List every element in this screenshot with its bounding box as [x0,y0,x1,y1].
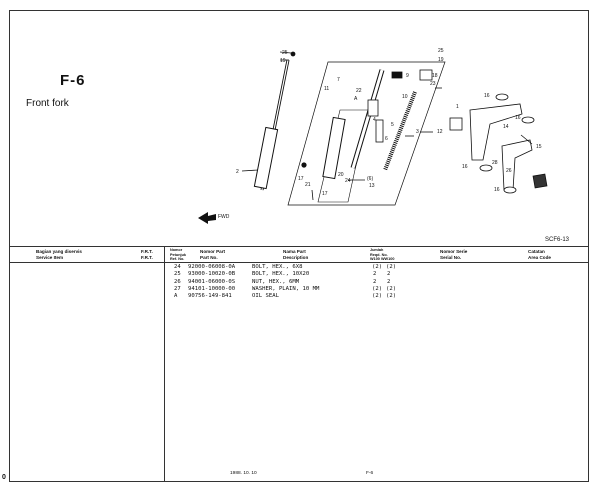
callout-28: 28 [492,160,498,166]
header-description: Nama Part Description [283,249,309,260]
callout-24: 24 [345,178,351,184]
fork-spring [383,91,417,171]
callout-25b: 25 [438,48,444,54]
callout-6-paren: (6) [367,176,373,182]
figure-code: SCF6-13 [545,237,570,243]
exploded-parts-diagram: 25 19 25 19 9 18 23 11 7 22 A 10 4 5 6 3… [198,48,548,224]
header-serial-no: Nomor Serie Serial No. [440,249,468,260]
callout-12: 12 [437,129,443,135]
callout-11: 11 [324,86,329,92]
footer-page-ref: F-6 [366,471,374,476]
header-quantity: Jumlah Reqd. No. W100 WW100 [370,248,395,262]
callout-9: 9 [406,73,409,79]
callout-17b: 17 [322,191,328,197]
table-top-rule [10,246,588,247]
callout-19b: 19 [438,57,444,63]
triple-clamp-upper [469,103,523,161]
page-frame [9,10,589,482]
table-header-rule [10,262,588,263]
section-code: F-6 [60,72,86,89]
callout-16c: 16 [462,164,468,170]
callout-19a: 19 [280,58,286,64]
callout-4: 4 [373,117,376,123]
footer-date: 1988. 10. 10 [230,471,257,476]
header-part-no: Nomor Part Part No. [200,249,226,260]
fork-slider-left [253,126,279,190]
callout-A: A [354,96,358,102]
callout-26: 26 [506,168,512,174]
callout-14: 14 [503,124,509,130]
fwd-arrow-icon [198,212,216,224]
callout-15: 15 [536,144,542,150]
callout-23: 23 [430,81,436,87]
callout-13: 13 [369,183,375,189]
callout-16b: 16 [515,115,521,121]
callout-6: 6 [385,136,388,142]
callout-3: 3 [416,129,419,135]
callout-5: 5 [391,122,394,128]
callout-7: 7 [337,77,340,83]
page-number: 0 [2,474,6,481]
section-title: Front fork [26,98,69,109]
callout-1: 1 [456,104,459,110]
callout-18: 18 [432,73,438,79]
callout-2: 2 [236,169,239,175]
table-column-divider [164,246,165,482]
callout-16d: 16 [494,187,500,193]
triple-clamp-lower [501,139,533,191]
callout-25a: 25 [282,50,288,56]
header-service-item: Bagian yang diservis Service Item [36,249,82,260]
callout-21: 21 [305,182,311,188]
callout-fwd: FWD [218,214,230,220]
header-frt: F.R.T. F.R.T. [141,249,153,260]
exploded-frame [287,61,446,206]
callout-17a: 17 [298,176,304,182]
callout-22: 22 [356,88,362,94]
header-area-code: Catatan Area Code [528,249,551,260]
header-ref-no: Nomor Petunjuk Ref. No. [170,248,187,262]
callout-20: 20 [338,172,344,178]
callout-16a: 16 [484,93,490,99]
callout-10: 10 [402,94,408,100]
